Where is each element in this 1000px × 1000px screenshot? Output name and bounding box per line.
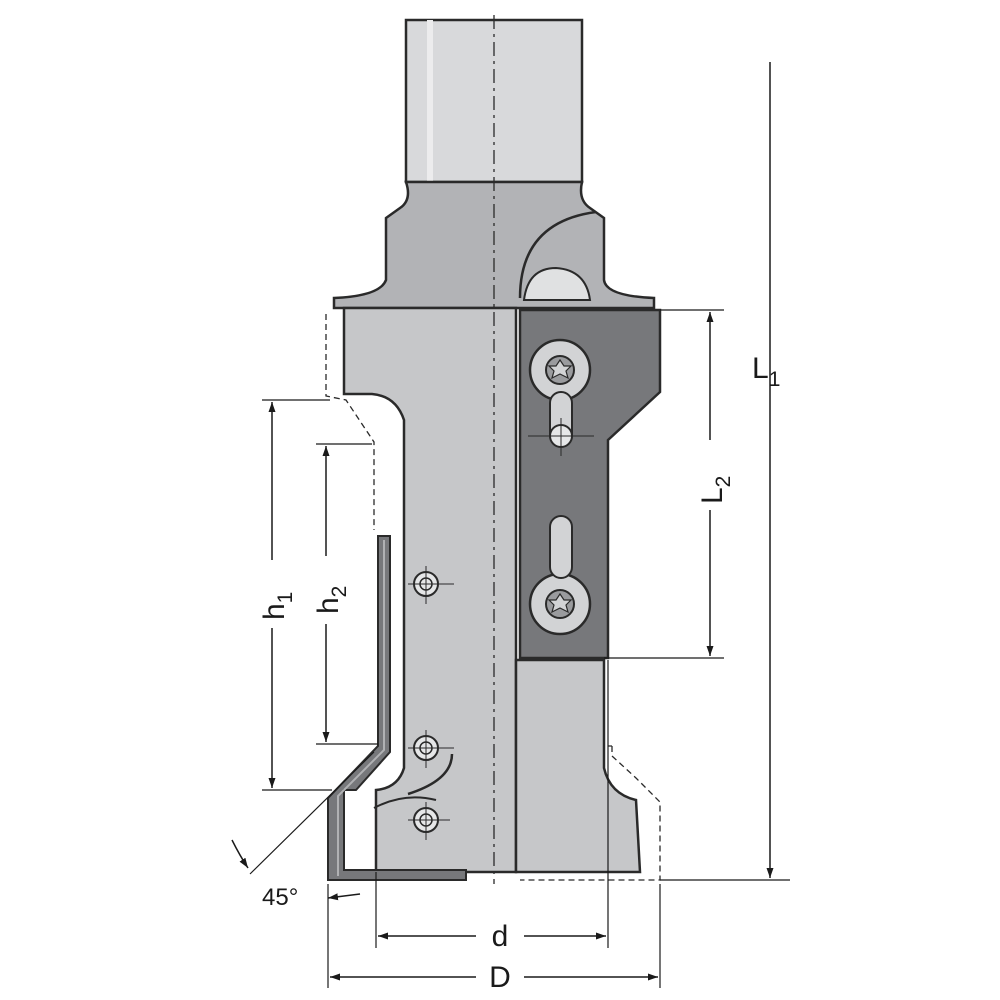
label-L2: L2 [696,476,735,504]
dimension-h2: h2 [312,443,378,745]
collar-pocket [522,266,592,301]
label-h1: h1 [258,592,297,620]
hole-3-icon [408,802,450,840]
left-insert-edge [337,540,385,876]
hole-1-icon [408,566,454,604]
body-lower-right [514,658,642,874]
screw-top-icon [528,338,592,402]
screw-bottom-icon [528,572,592,636]
collar-curve [518,210,597,299]
label-angle: 45° [262,884,298,911]
dimension-D: D [327,884,661,994]
cut-profile-left [325,314,375,530]
dimension-L1: L1 [660,62,790,881]
cut-profile-right-top [603,670,612,747]
label-h2: h2 [312,586,351,614]
slot-lower-icon [549,515,573,579]
dimension-L2: L2 [604,309,735,659]
label-d: d [492,920,509,953]
hole-2-icon [408,730,454,768]
body-relief-curve-lower [373,796,437,809]
dimension-angle: 45° [231,751,375,911]
body-relief-curve [407,753,454,796]
dimension-h1: h1 [258,399,332,791]
label-D: D [489,961,511,994]
dimension-d: d [375,660,609,953]
pin-right-icon [528,418,594,456]
label-L1: L1 [752,352,780,391]
